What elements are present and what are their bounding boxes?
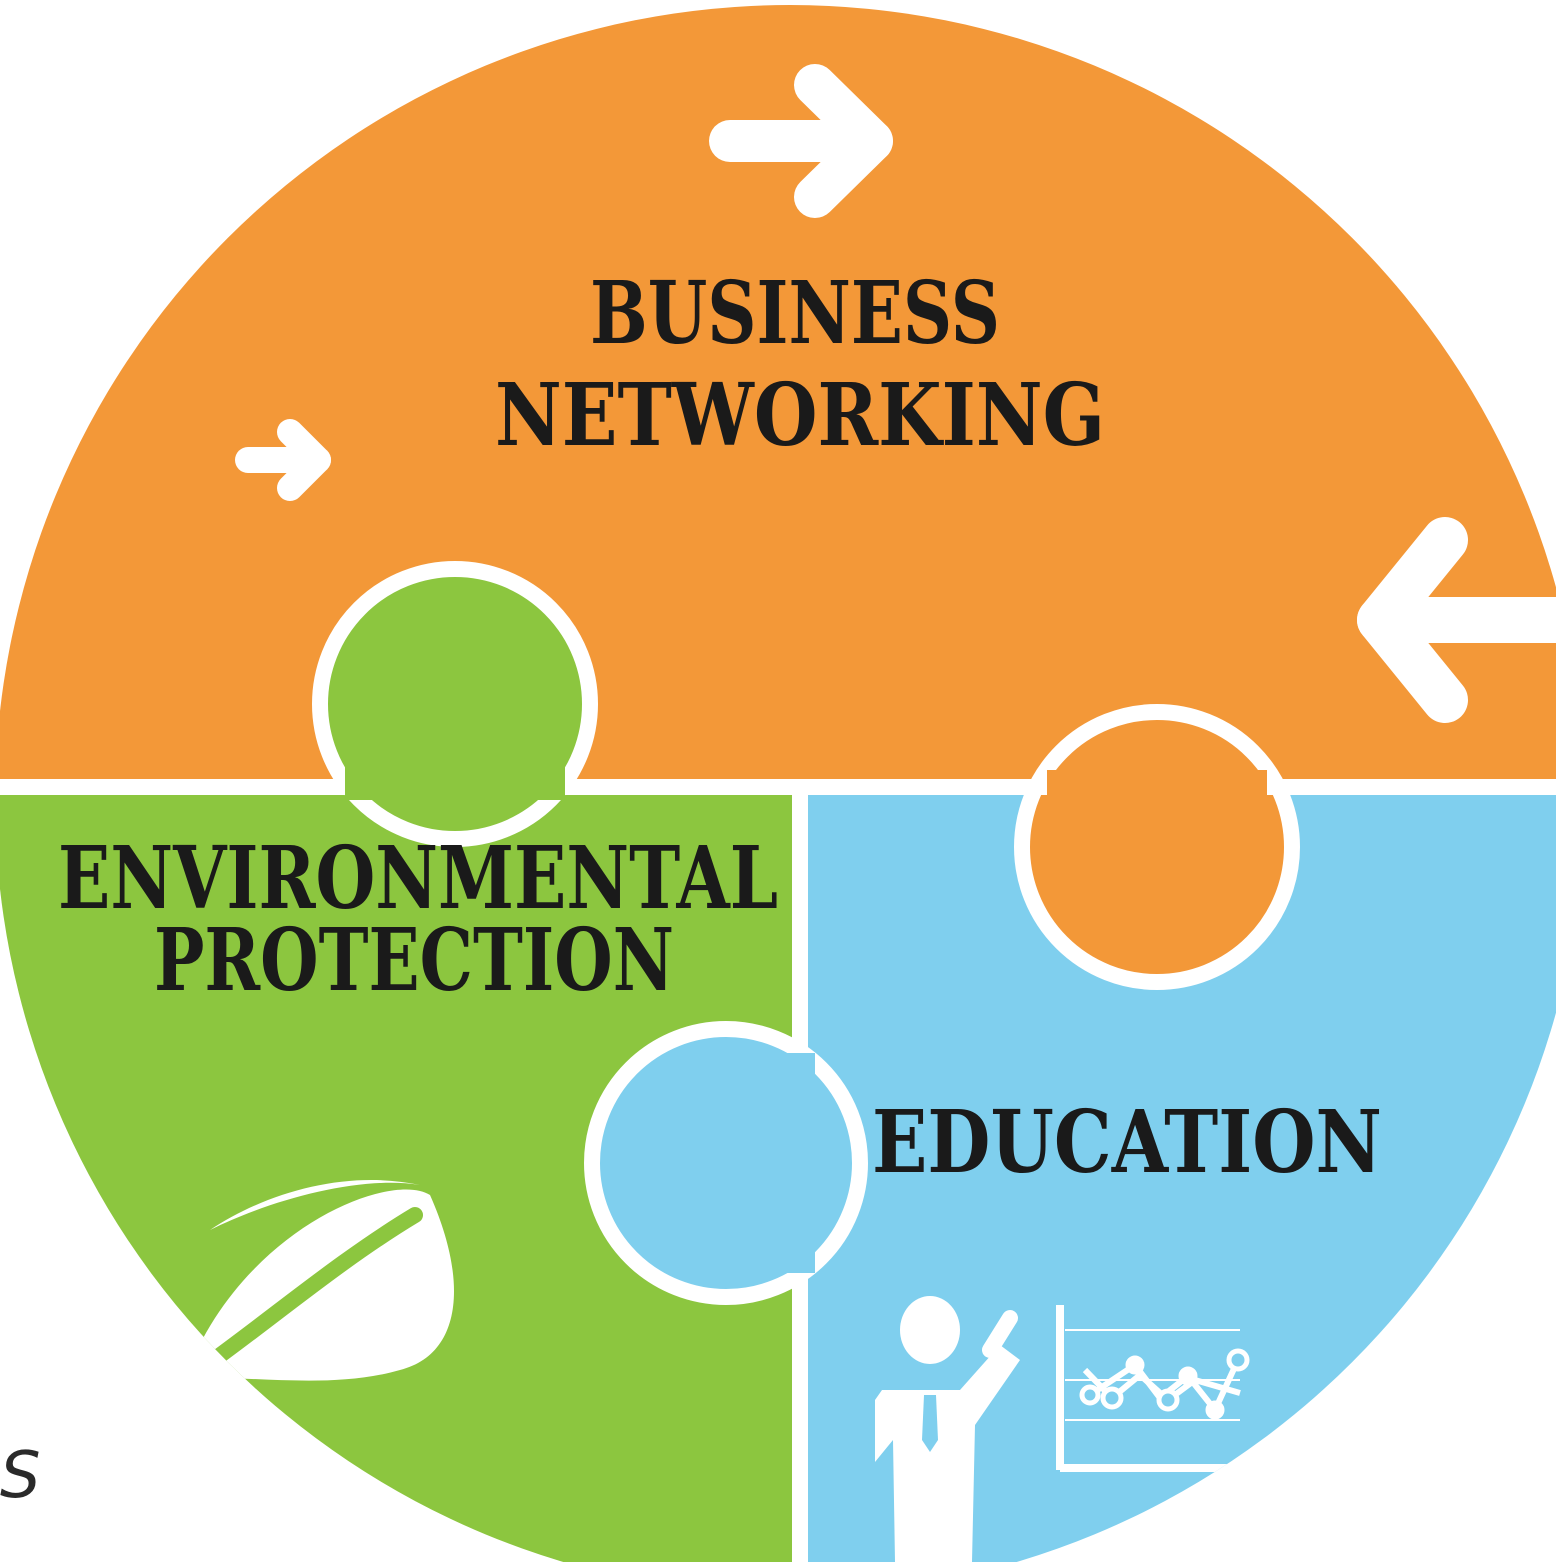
- line-chart-board-icon: [1056, 1305, 1270, 1472]
- blue-knob-left: [584, 1021, 868, 1305]
- horizontal-gap: [0, 779, 1556, 795]
- business-label-line2: NETWORKING: [495, 365, 1105, 466]
- arrow-right-icon: [709, 64, 893, 218]
- leaf-icon: [185, 1180, 454, 1381]
- arrow-right-small-icon: [235, 419, 331, 501]
- presenter-icon: [875, 1296, 1020, 1562]
- green-knob-neck: [345, 760, 565, 800]
- edge-letter: S: [0, 1439, 41, 1513]
- orange-knob-down: [1014, 704, 1300, 990]
- arrow-left-icon: [1357, 517, 1556, 723]
- orange-knob-neck: [1047, 770, 1267, 810]
- blue-knob-neck: [770, 1053, 815, 1273]
- business-label-line1: BUSINESS: [590, 263, 1000, 364]
- education-label: EDUCATION: [872, 1092, 1382, 1193]
- environment-label-line2: PROTECTION: [154, 910, 674, 1011]
- environment-label-line1: ENVIRONMENTAL: [58, 828, 778, 929]
